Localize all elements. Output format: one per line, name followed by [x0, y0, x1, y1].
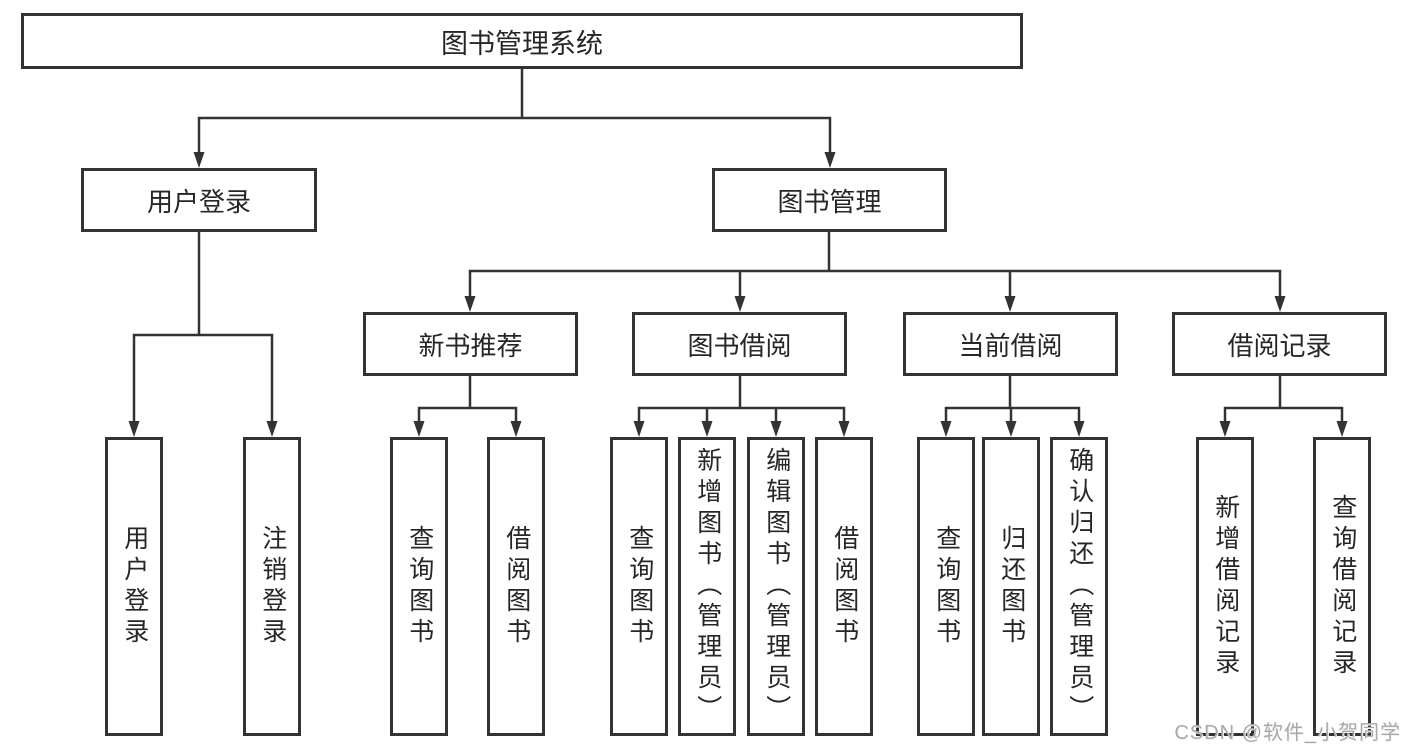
- connector-book-management: [468, 232, 1282, 300]
- leaf-label: 注销登录: [258, 524, 287, 649]
- leaf-label: 新增图书（管理员）: [693, 447, 722, 726]
- arrowhead: [266, 421, 278, 437]
- leaf-borrow-books-borrow: 借阅图书: [815, 437, 873, 736]
- leaf-label: 查询图书: [932, 524, 961, 649]
- node-book-borrow: 图书借阅: [632, 312, 847, 376]
- leaf-query-borrow-record: 查询借阅记录: [1313, 437, 1371, 736]
- node-borrow-records: 借阅记录: [1172, 312, 1387, 376]
- leaf-query-books-current: 查询图书: [917, 437, 975, 736]
- leaf-confirm-return-admin: 确认归还（管理员）: [1050, 437, 1108, 736]
- leaf-user-login: 用户登录: [105, 437, 163, 736]
- node-book-management: 图书管理: [712, 168, 947, 232]
- node-user-login: 用户登录: [81, 168, 317, 232]
- arrowhead: [128, 421, 140, 437]
- arrowhead: [701, 421, 713, 437]
- connector-book-borrow: [637, 376, 846, 424]
- arrowhead: [193, 152, 205, 168]
- leaf-label: 查询借阅记录: [1328, 493, 1357, 680]
- leaf-label: 归还图书: [997, 524, 1026, 649]
- leaf-return-books: 归还图书: [982, 437, 1040, 736]
- connector-new-book-recommend: [417, 376, 518, 424]
- arrowhead: [940, 421, 952, 437]
- leaf-label: 用户登录: [120, 524, 149, 649]
- leaf-query-books-borrow: 查询图书: [610, 437, 668, 736]
- arrowhead: [1073, 421, 1085, 437]
- leaf-label: 查询图书: [625, 524, 654, 649]
- arrowhead: [1336, 421, 1348, 437]
- arrowhead: [1219, 421, 1231, 437]
- leaf-label: 新增借阅记录: [1211, 493, 1240, 680]
- connector-current-borrow: [944, 376, 1081, 424]
- leaf-edit-books-admin: 编辑图书（管理员）: [747, 437, 805, 736]
- leaf-add-borrow-record: 新增借阅记录: [1196, 437, 1254, 736]
- leaf-label: 查询图书: [405, 524, 434, 649]
- arrowhead: [734, 296, 746, 312]
- leaf-label: 编辑图书（管理员）: [762, 447, 791, 726]
- node-library-management-system: 图书管理系统: [21, 13, 1023, 69]
- leaf-query-books-recommend: 查询图书: [390, 437, 448, 736]
- arrowhead: [770, 421, 782, 437]
- leaf-borrow-books-recommend: 借阅图书: [487, 437, 545, 736]
- leaf-label: 借阅图书: [502, 524, 531, 649]
- arrowhead: [1005, 421, 1017, 437]
- leaf-label: 借阅图书: [830, 524, 859, 649]
- csdn-watermark: CSDN @软件_小贺同学: [1174, 722, 1401, 744]
- arrowhead: [1274, 296, 1286, 312]
- arrowhead: [510, 421, 522, 437]
- leaf-label: 确认归还（管理员）: [1065, 447, 1094, 726]
- node-new-book-recommend: 新书推荐: [363, 312, 578, 376]
- arrowhead: [413, 421, 425, 437]
- arrowhead: [824, 152, 836, 168]
- arrowheads: [128, 152, 1348, 437]
- connector-root: [197, 69, 832, 153]
- connector-user-login: [132, 232, 274, 423]
- arrowhead: [1004, 296, 1016, 312]
- arrowhead: [464, 296, 476, 312]
- leaf-logout: 注销登录: [243, 437, 301, 736]
- node-current-borrow: 当前借阅: [903, 312, 1118, 376]
- arrowhead: [838, 421, 850, 437]
- arrowhead: [633, 421, 645, 437]
- connector-borrow-records: [1223, 376, 1344, 424]
- leaf-add-books-admin: 新增图书（管理员）: [678, 437, 736, 736]
